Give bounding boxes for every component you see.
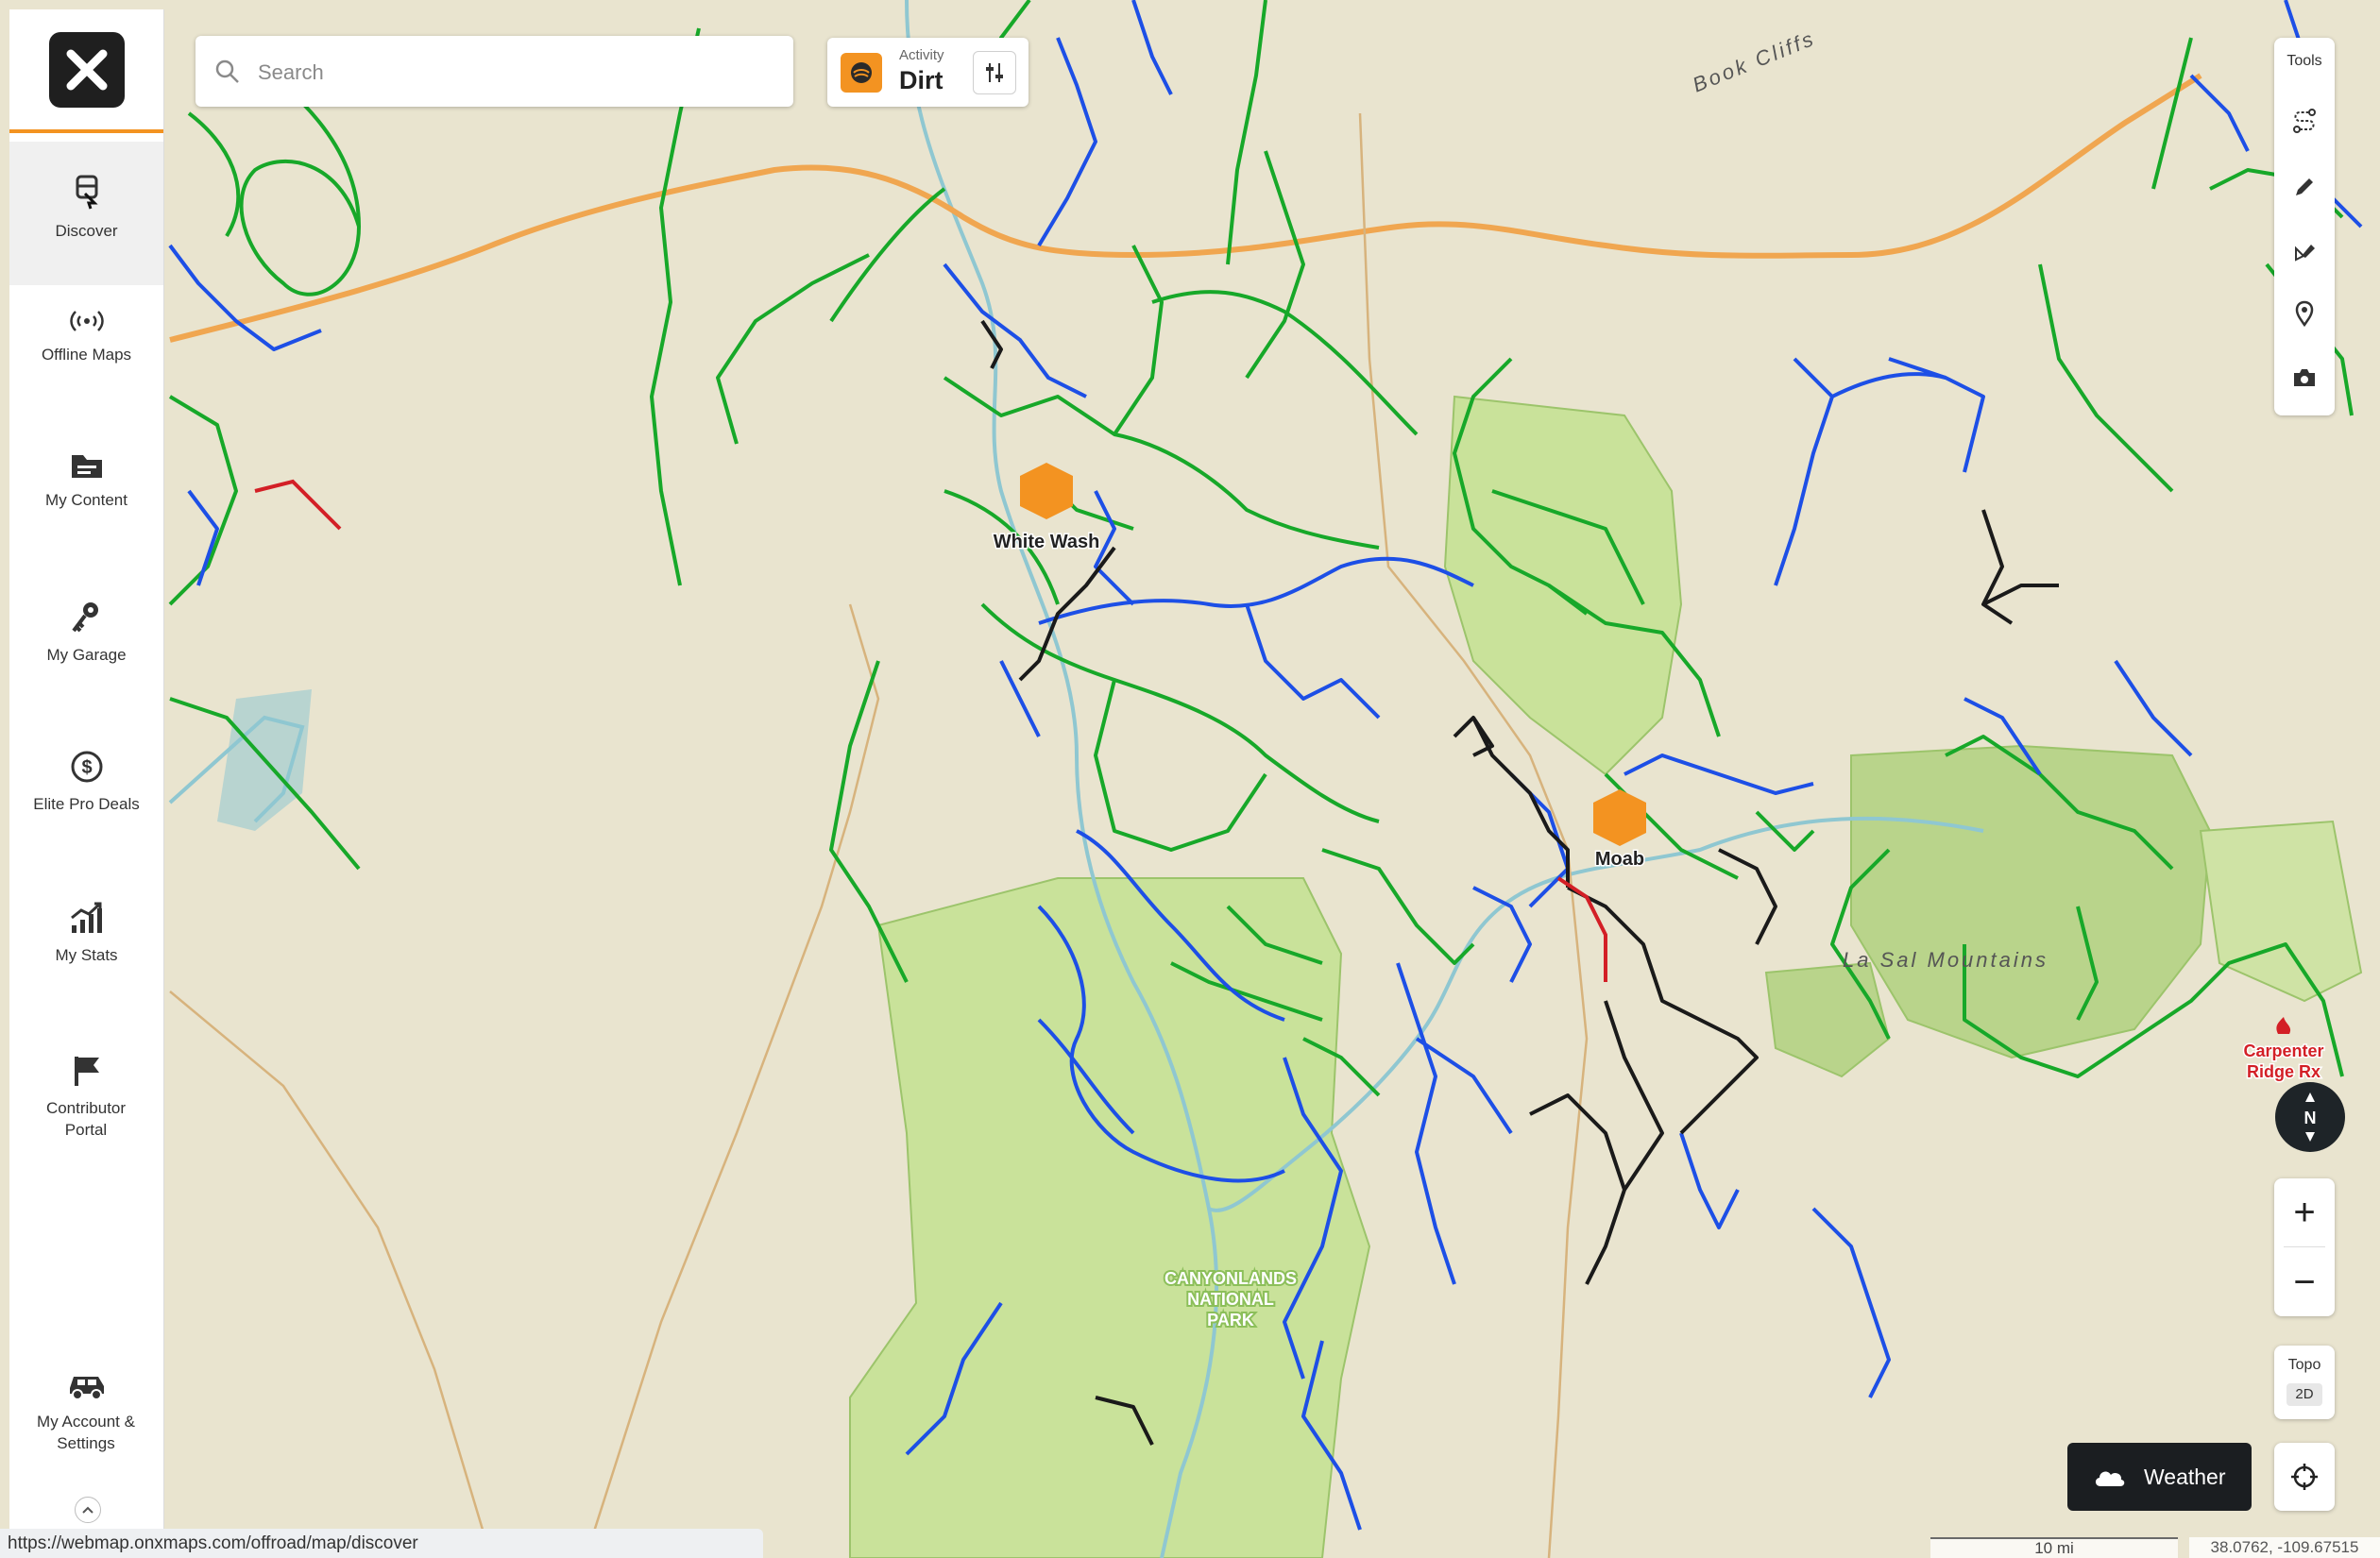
tools-title: Tools <box>2286 53 2322 69</box>
filter-sliders-icon <box>986 63 1003 82</box>
trails-red <box>254 479 1607 982</box>
poi-white-wash: White Wash <box>992 463 1101 554</box>
collapse-sidebar-button[interactable] <box>75 1497 101 1523</box>
search-icon <box>215 59 239 83</box>
sidebar-item-label: Contributor Portal <box>45 1099 127 1139</box>
sidebar-item-label: Offline Maps <box>41 346 132 364</box>
dirt-activity-icon <box>841 53 882 93</box>
camera-icon <box>2294 369 2315 386</box>
sidebar-item-contributor-portal[interactable]: Contributor Portal <box>9 1054 163 1177</box>
search-box <box>196 36 793 107</box>
sidebar-item-label: Discover <box>55 222 118 240</box>
sidebar-item-label: My Stats <box>55 946 118 964</box>
sidebar-item-label: My Garage <box>46 646 127 664</box>
topo-toggle[interactable]: Topo 2D <box>2274 1346 2335 1419</box>
poi-carpenter-ridge: Carpenter Ridge Rx <box>2242 1017 2325 1083</box>
trails-blue <box>168 0 2363 1531</box>
chevron-up-icon <box>82 1506 94 1514</box>
sidebar-item-elite-pro-deals[interactable]: $ Elite Pro Deals <box>9 750 163 844</box>
compass-icon: N <box>2304 1092 2317 1142</box>
sidebar: Discover Offline Maps My Content My Gara… <box>9 9 164 1537</box>
highways <box>169 73 2202 1558</box>
svg-text:N: N <box>2304 1109 2317 1127</box>
activity-selector[interactable]: Activity Dirt <box>827 38 1028 107</box>
sidebar-item-offline-maps[interactable]: Offline Maps <box>9 308 163 402</box>
zoom-controls: + − <box>2274 1178 2335 1316</box>
zoom-out-button[interactable]: − <box>2293 1261 2316 1303</box>
svg-text:NATIONAL: NATIONAL <box>1187 1290 1274 1309</box>
offline-maps-icon <box>69 311 104 331</box>
map-pin-icon <box>2295 300 2314 328</box>
brand-header <box>9 9 163 133</box>
weather-label: Weather <box>2144 1465 2226 1489</box>
activity-caption: Activity <box>899 47 944 63</box>
map-mode-badge: 2D <box>2286 1383 2322 1406</box>
weather-button[interactable]: Weather <box>2067 1443 2252 1511</box>
park-label: CANYONLANDS <box>1164 1269 1297 1288</box>
park-areas <box>849 395 2363 1558</box>
zoom-in-button[interactable]: + <box>2293 1191 2316 1233</box>
sidebar-item-my-account[interactable]: My Account & Settings <box>9 1369 163 1490</box>
svg-text:La Sal Mountains: La Sal Mountains <box>1843 948 2048 972</box>
compass-button[interactable]: N <box>2275 1082 2345 1152</box>
crosshair-icon <box>2291 1464 2318 1490</box>
svg-text:Ridge Rx: Ridge Rx <box>2247 1062 2320 1081</box>
sidebar-item-label: My Content <box>45 491 128 509</box>
discover-icon <box>76 175 98 210</box>
sidebar-item-my-stats[interactable]: My Stats <box>9 901 163 995</box>
svg-text:Moab: Moab <box>1595 849 1644 870</box>
add-marker-button[interactable] <box>2286 295 2323 332</box>
key-icon <box>71 602 98 633</box>
svg-text:$: $ <box>81 757 92 778</box>
draw-shape-button[interactable] <box>2286 232 2323 270</box>
pencil-icon <box>2296 178 2313 195</box>
draw-shape-icon <box>2295 245 2315 262</box>
draw-line-button[interactable] <box>2286 168 2323 206</box>
topo-label: Topo <box>2287 1357 2321 1373</box>
sidebar-item-label: Elite Pro Deals <box>33 795 140 813</box>
status-url: https://webmap.onxmaps.com/offroad/map/d… <box>0 1529 763 1558</box>
weather-cloud-icon <box>2095 1471 2125 1486</box>
vehicle-icon <box>69 1377 104 1400</box>
coordinates-readout: 38.0762, -109.67515 <box>2189 1537 2380 1558</box>
search-input[interactable] <box>256 53 770 93</box>
route-icon <box>2293 109 2316 133</box>
sidebar-item-label: My Account & Settings <box>37 1413 135 1452</box>
svg-text:PARK: PARK <box>1207 1311 1254 1329</box>
svg-text:Carpenter: Carpenter <box>2243 1041 2323 1060</box>
dollar-icon: $ <box>71 751 102 783</box>
sidebar-item-my-garage[interactable]: My Garage <box>9 601 163 695</box>
sidebar-item-discover[interactable]: Discover <box>9 142 163 285</box>
locate-me-button[interactable] <box>2274 1443 2335 1511</box>
stats-chart-icon <box>70 902 102 933</box>
divider <box>2284 1246 2325 1247</box>
poi-moab: Moab <box>1593 789 1646 872</box>
activity-value: Dirt <box>899 66 944 94</box>
svg-text:White Wash: White Wash <box>994 532 1100 552</box>
tools-panel: Tools <box>2274 38 2335 415</box>
add-photo-button[interactable] <box>2286 359 2323 397</box>
onx-logo[interactable] <box>48 31 125 108</box>
close-x-icon <box>66 49 107 90</box>
scale-bar: 10 mi <box>1930 1537 2178 1558</box>
route-builder-button[interactable] <box>2286 102 2323 140</box>
flag-icon <box>74 1057 99 1086</box>
trails-black <box>980 319 2059 1446</box>
folder-icon <box>71 455 102 478</box>
sidebar-item-my-content[interactable]: My Content <box>9 451 163 546</box>
activity-filter-button[interactable] <box>973 51 1016 94</box>
